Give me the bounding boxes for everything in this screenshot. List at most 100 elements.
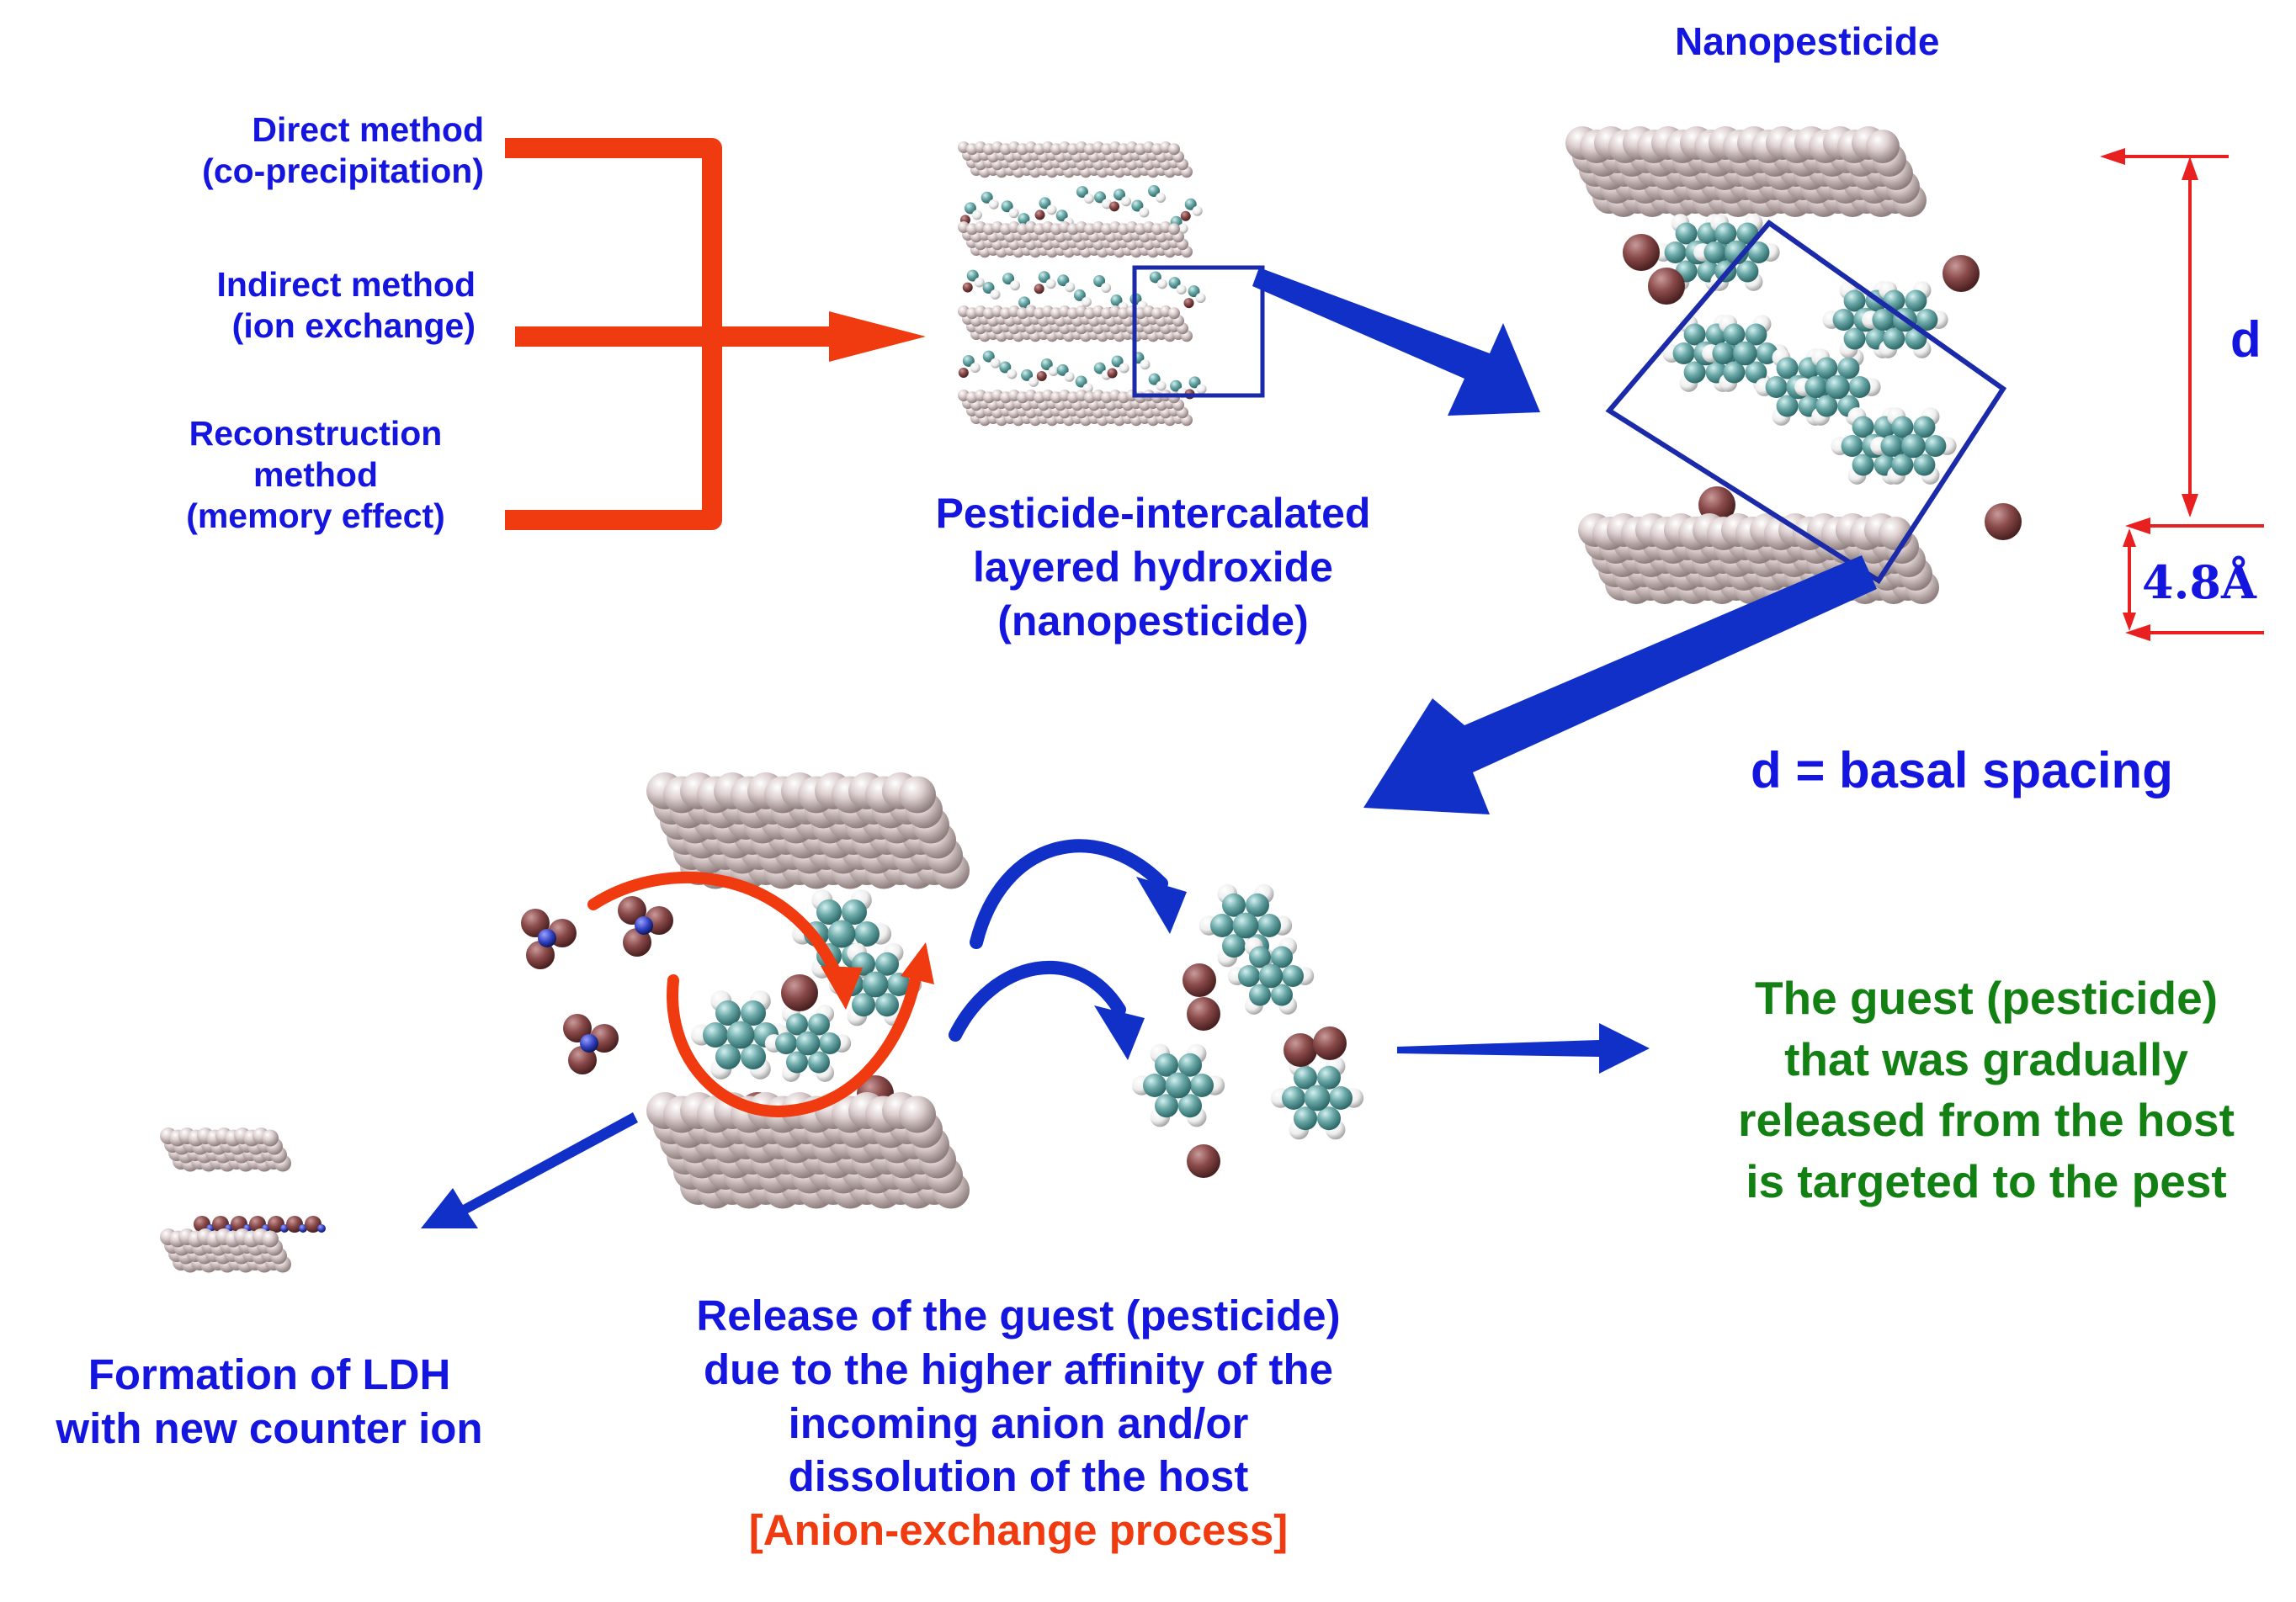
release-arrow (1363, 555, 1877, 814)
release-caption: Release of the guest (pesticide) due to … (589, 1289, 1448, 1557)
carbon-atom (1155, 1094, 1178, 1118)
intercalated-caption-line: (nanopesticide) (997, 597, 1309, 645)
synthesis-arrow-head (829, 311, 926, 362)
carbon-atom (1246, 893, 1269, 917)
hydrogen-atom (1083, 194, 1094, 204)
carbon-atom (775, 1032, 797, 1054)
hydrogen-atom (1196, 384, 1207, 395)
hydrogen-atom (1192, 205, 1203, 216)
carbon-atom (1843, 289, 1866, 312)
exchange-arrow-head-2 (901, 942, 934, 984)
hydrogen-atom (1065, 282, 1076, 293)
carbon-atom (1329, 1086, 1353, 1110)
release-curve-head-1 (1136, 877, 1187, 934)
carbon-atom (1165, 1072, 1192, 1099)
carbon-atom (1723, 323, 1746, 346)
carbon-atom (1725, 240, 1749, 265)
oxygen-atom (1943, 255, 1980, 292)
reconstruction-line: Reconstruction (189, 414, 443, 453)
carbon-atom (1672, 342, 1695, 364)
hydrogen-atom (1081, 296, 1092, 307)
carbon-atom (1271, 984, 1293, 1006)
basal-spacing-label: d = basal spacing (1751, 742, 2173, 798)
carbon-atom (1872, 309, 1895, 331)
carbon-atom (854, 921, 880, 947)
release-caption-line: due to the higher affinity of the (704, 1345, 1333, 1393)
carbon-atom (982, 282, 995, 294)
hydrogen-atom (1101, 199, 1112, 210)
carbon-atom (703, 1022, 728, 1048)
carbon-atom (1683, 323, 1706, 346)
carbon-atom (1294, 1106, 1317, 1131)
nanopesticide-structure (1565, 126, 2022, 604)
release-curve-head-2 (1094, 1005, 1145, 1060)
reconstruction-line: method (252, 455, 379, 495)
carbon-atom (816, 899, 842, 926)
carbon-atom (1178, 1094, 1202, 1118)
carbon-atom (842, 899, 867, 926)
release-caption-line: dissolution of the host (788, 1452, 1249, 1501)
oxygen-atom (1109, 201, 1120, 212)
oxygen-atom (623, 928, 651, 957)
carbon-atom (1815, 395, 1838, 417)
oxygen-atom (1180, 210, 1191, 221)
carbon-atom (964, 202, 976, 215)
nitrogen-atom (580, 1034, 598, 1053)
carbon-atom (1852, 416, 1874, 438)
carbon-atom (1222, 934, 1246, 958)
hydrogen-atom (1101, 283, 1112, 294)
basal-spacing-dimension (2100, 148, 2264, 641)
exchange-arrow-head-1 (821, 966, 863, 1010)
nitrogen-atom (317, 1224, 326, 1233)
carbon-atom (1294, 1065, 1317, 1090)
ldh-arrow (421, 1112, 638, 1228)
nitrogen-atom (635, 916, 653, 935)
carbon-atom (1257, 914, 1281, 937)
indirect-method-label: Indirect method (ion exchange) (151, 264, 476, 347)
hydrogen-atom (1139, 207, 1150, 218)
carbon-atom (1093, 191, 1106, 204)
layered-hydroxide-stack (958, 141, 1207, 427)
carbon-atom (1317, 1065, 1341, 1090)
carbon-atom (1076, 186, 1088, 199)
carbon-atom (1001, 200, 1013, 213)
carbon-atom (1021, 369, 1034, 381)
reconstruction-line: (memory effect) (186, 496, 445, 536)
reconstruction-method-label: Reconstruction method (memory effect) (151, 413, 480, 538)
carbon-atom (962, 354, 975, 367)
carbon-atom (1901, 433, 1926, 459)
hydrogen-atom (1048, 365, 1059, 376)
carbon-atom (1712, 342, 1735, 364)
carbon-atom (1178, 1053, 1202, 1077)
carbon-atom (1852, 454, 1874, 476)
carbon-atom (1232, 912, 1259, 939)
nanopesticide-title: Nanopesticide (1675, 19, 1940, 63)
target-caption-line: that was gradually (1784, 1032, 2188, 1085)
layer-atom (1168, 223, 1180, 236)
carbon-atom (875, 993, 899, 1017)
zoom-outline-box (1605, 219, 2007, 585)
carbon-atom (1222, 893, 1246, 917)
hydrogen-atom (1046, 204, 1057, 215)
direct-method-label: Direct method (co-precipitation) (151, 109, 484, 192)
carbon-atom (999, 361, 1012, 374)
carbon-atom (982, 350, 995, 363)
layer-atom (899, 1095, 936, 1133)
carbon-atom (1110, 294, 1123, 307)
carbon-atom (1913, 454, 1936, 476)
carbon-atom (1282, 1086, 1305, 1110)
carbon-atom (1002, 273, 1015, 285)
carbon-atom (786, 1013, 808, 1036)
indirect-method-line: Indirect method (216, 265, 476, 304)
carbon-atom (741, 1000, 766, 1026)
carbon-atom (726, 1021, 755, 1049)
carbon-atom (1170, 379, 1183, 392)
carbon-atom (1249, 946, 1271, 968)
carbon-atom (1057, 274, 1070, 287)
target-caption-line: released from the host (1738, 1094, 2235, 1147)
target-caption-line: is targeted to the pest (1746, 1154, 2227, 1207)
carbon-atom (1168, 277, 1181, 289)
carbon-atom (852, 993, 875, 1017)
carbon-atom (1913, 416, 1936, 438)
oxygen-atom (1036, 370, 1047, 381)
